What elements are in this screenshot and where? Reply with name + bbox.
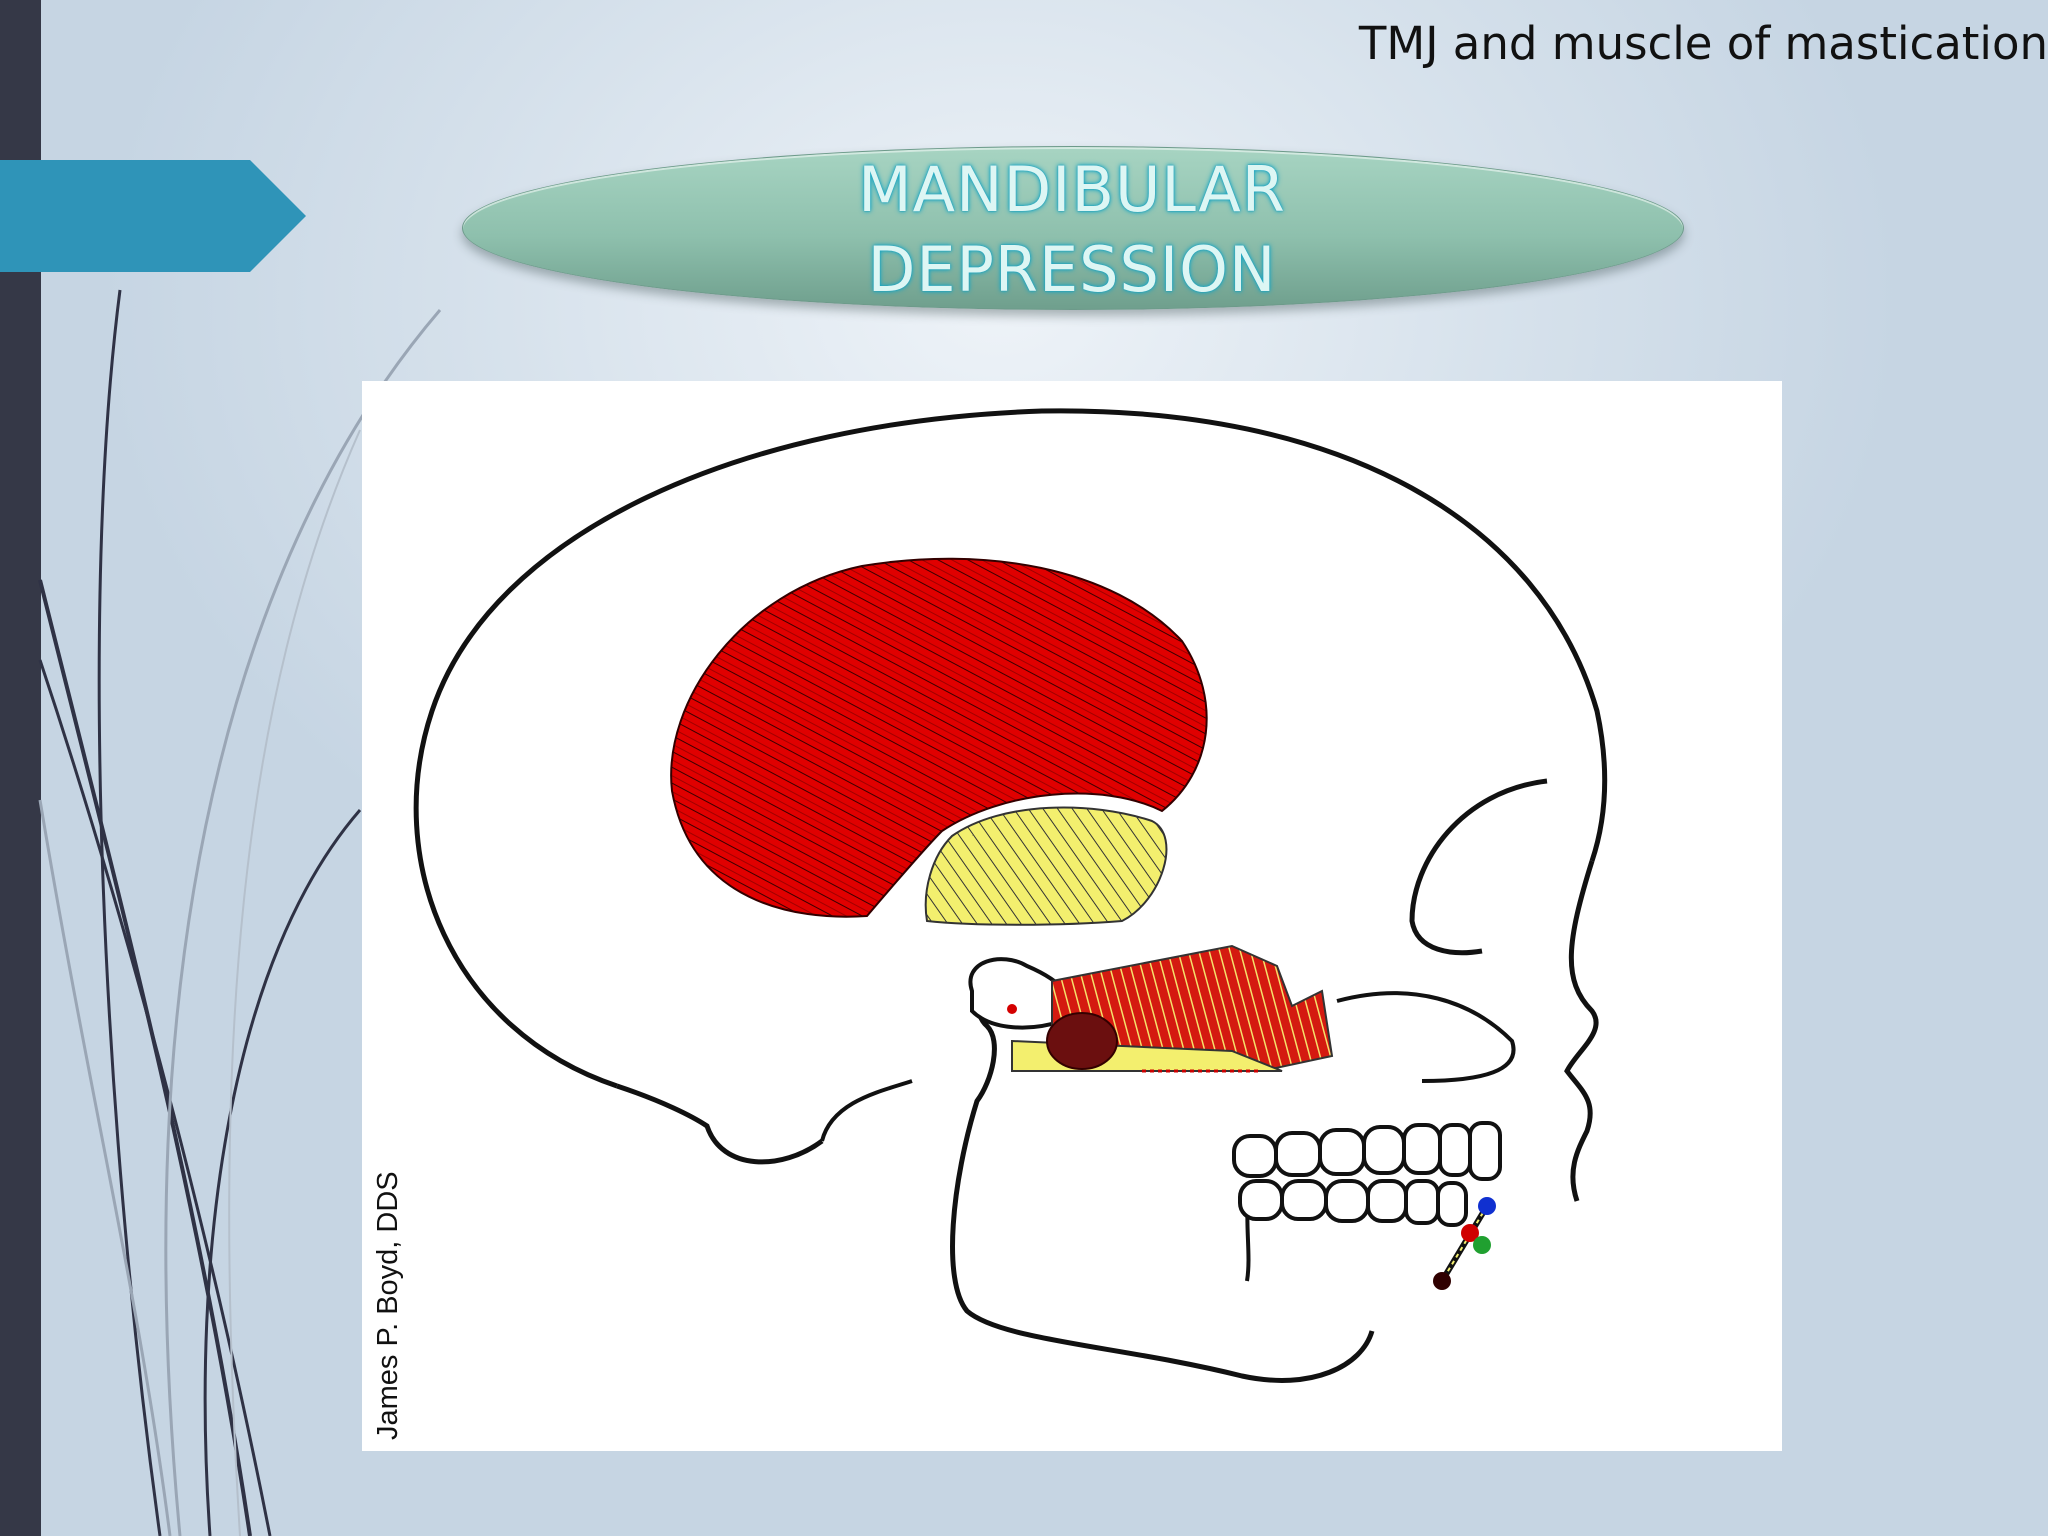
- slide-title-line-1: MANDIBULAR: [858, 153, 1286, 226]
- title-ellipse: [462, 146, 1684, 310]
- articular-disc: [1046, 1012, 1118, 1070]
- cranium-outline: [413, 408, 1608, 1089]
- skull-illustration: [413, 408, 1608, 1383]
- face-profile: [1564, 860, 1599, 1202]
- mandible-outline: [950, 986, 1375, 1383]
- skull-illustration-panel: [362, 381, 1782, 1451]
- depressor-muscle-markers: [1433, 1197, 1496, 1290]
- decorative-curves: [38, 289, 442, 1536]
- teeth: [1232, 1121, 1502, 1227]
- temporalis-muscle: [670, 557, 1208, 918]
- temporalis-tendon: [924, 806, 1168, 926]
- header-title: TMJ and muscle of mastication: [1358, 17, 2048, 70]
- orbit-outline: [1409, 778, 1548, 956]
- chevron-tab-icon: [0, 160, 306, 272]
- figure-credit: James P. Boyd, DDS: [372, 1171, 404, 1440]
- slide-title-line-2: DEPRESSION: [867, 233, 1277, 306]
- slide-title: MANDIBULAR DEPRESSION: [462, 150, 1682, 310]
